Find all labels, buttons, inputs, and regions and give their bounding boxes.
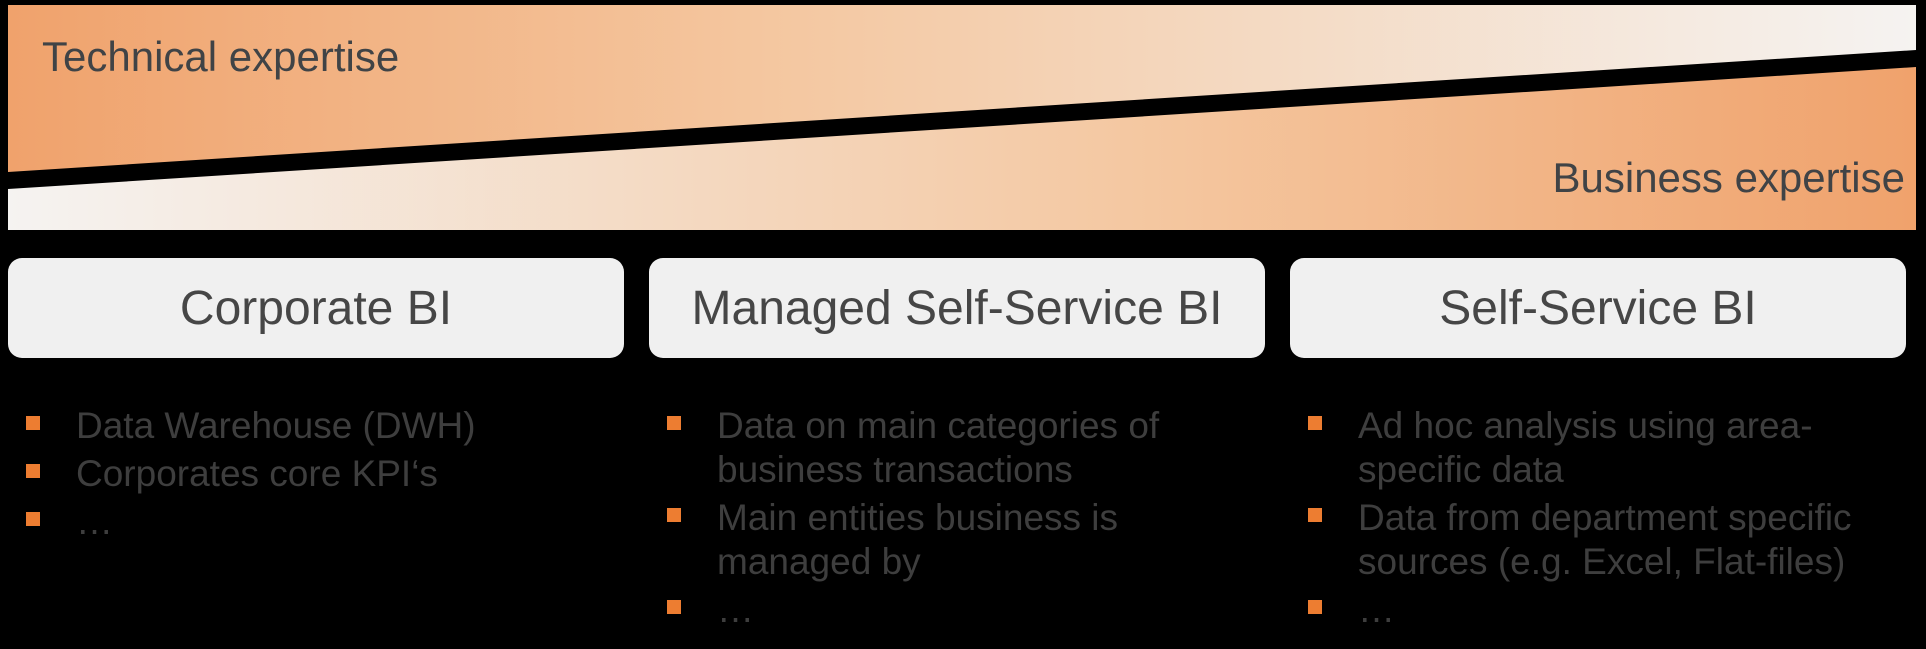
- business-expertise-label: Business expertise: [1552, 154, 1905, 201]
- bullet-list-corporate-bi: Data Warehouse (DWH) Corporates core KPI…: [8, 404, 624, 636]
- bullet-columns-row: Data Warehouse (DWH) Corporates core KPI…: [8, 404, 1906, 636]
- list-item-text: Ad hoc analysis using area-specific data: [1358, 405, 1813, 490]
- category-box-corporate-bi: Corporate BI: [8, 258, 624, 358]
- expertise-wedges-graphic: [8, 5, 1916, 230]
- square-bullet-icon: [1308, 600, 1322, 614]
- square-bullet-icon: [26, 512, 40, 526]
- bullet-list-self-service-bi: Ad hoc analysis using area-specific data…: [1290, 404, 1906, 636]
- list-item-text: Data Warehouse (DWH): [76, 405, 476, 446]
- list-item: Data Warehouse (DWH): [26, 404, 624, 448]
- business-expertise-wedge: [8, 67, 1916, 230]
- square-bullet-icon: [1308, 416, 1322, 430]
- category-box-self-service-bi: Self-Service BI: [1290, 258, 1906, 358]
- square-bullet-icon: [26, 464, 40, 478]
- category-box-managed-self-service-bi: Managed Self-Service BI: [649, 258, 1265, 358]
- category-title: Corporate BI: [179, 281, 453, 335]
- square-bullet-icon: [26, 416, 40, 430]
- bullet-list-managed-self-service-bi: Data on main categories of business tran…: [649, 404, 1265, 636]
- expertise-banner: Technical expertise Business expertise: [0, 0, 1926, 230]
- square-bullet-icon: [667, 600, 681, 614]
- list-item: Main entities business is managed by: [667, 496, 1265, 584]
- list-item-text: …: [1358, 589, 1395, 630]
- list-item: Data from department specific sources (e…: [1308, 496, 1906, 584]
- list-item-text: Corporates core KPI‘s: [76, 453, 438, 494]
- technical-expertise-label: Technical expertise: [42, 33, 400, 80]
- square-bullet-icon: [667, 508, 681, 522]
- list-item: …: [26, 500, 624, 544]
- technical-expertise-wedge: [8, 5, 1916, 172]
- category-title: Managed Self-Service BI: [691, 281, 1223, 335]
- category-title: Self-Service BI: [1439, 281, 1757, 335]
- list-item: Data on main categories of business tran…: [667, 404, 1265, 492]
- list-item: Ad hoc analysis using area-specific data: [1308, 404, 1906, 492]
- square-bullet-icon: [667, 416, 681, 430]
- list-item-text: …: [717, 589, 754, 630]
- list-item-text: Data on main categories of business tran…: [717, 405, 1160, 490]
- list-item-text: …: [76, 501, 113, 542]
- square-bullet-icon: [1308, 508, 1322, 522]
- list-item: …: [667, 588, 1265, 632]
- list-item: Corporates core KPI‘s: [26, 452, 624, 496]
- list-item: …: [1308, 588, 1906, 632]
- list-item-text: Data from department specific sources (e…: [1358, 497, 1852, 582]
- category-boxes-row: Corporate BI Managed Self-Service BI Sel…: [8, 258, 1906, 358]
- list-item-text: Main entities business is managed by: [717, 497, 1119, 582]
